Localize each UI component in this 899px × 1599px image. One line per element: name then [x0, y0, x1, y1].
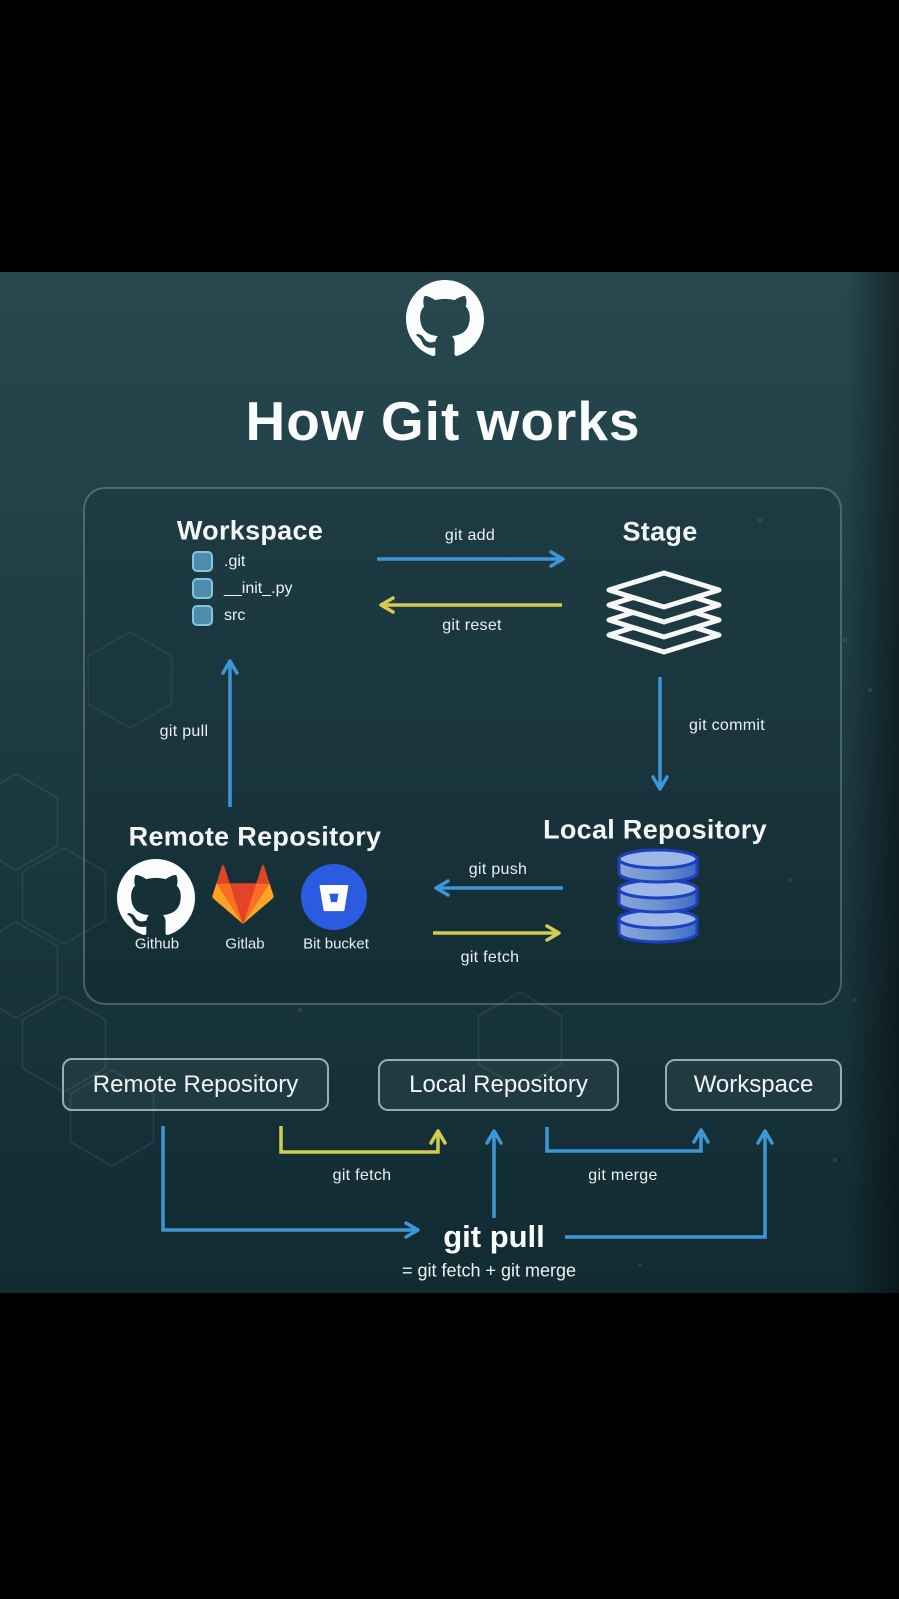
stage-heading: Stage — [622, 516, 698, 547]
file-square-icon — [192, 578, 213, 599]
flow-box-local-repository: Local Repository — [378, 1059, 619, 1111]
flow-git-fetch-label: git fetch — [332, 1167, 392, 1184]
diagram-panel — [83, 487, 842, 1005]
remote-repository-heading: Remote Repository — [128, 821, 382, 852]
flow-git-pull-label: git pull — [443, 1219, 545, 1254]
database-icon — [617, 848, 699, 944]
flow-git-merge-label: git merge — [588, 1167, 658, 1184]
page-title: How Git works — [245, 390, 641, 452]
git-fetch-label: git fetch — [460, 949, 520, 966]
right-edge-shade — [0, 272, 899, 1293]
gitlab-icon — [212, 865, 274, 924]
file-name: src — [224, 607, 246, 624]
file-square-icon — [192, 551, 213, 572]
flow-box-label: Local Repository — [409, 1071, 588, 1098]
git-add-label: git add — [444, 527, 496, 544]
flow-box-remote-repository: Remote Repository — [62, 1058, 329, 1111]
git-pull-equation: = git fetch + git merge — [401, 1260, 577, 1281]
file-name: .git — [224, 553, 246, 570]
stage-layers-icon — [606, 570, 722, 655]
github-octocat-icon — [406, 279, 484, 357]
git-commit-label: git commit — [689, 717, 765, 734]
git-push-label: git push — [468, 861, 528, 878]
workspace-heading: Workspace — [176, 515, 324, 546]
flow-box-workspace: Workspace — [665, 1059, 842, 1111]
git-pull-label: git pull — [159, 723, 209, 740]
local-repository-heading: Local Repository — [543, 814, 767, 845]
flow-box-label: Workspace — [693, 1071, 814, 1098]
provider-label: Bit bucket — [303, 935, 369, 953]
flow-box-label: Remote Repository — [92, 1070, 299, 1098]
github-icon — [117, 858, 195, 936]
bitbucket-icon — [301, 864, 367, 930]
provider-label: Github — [134, 935, 180, 953]
provider-label: Gitlab — [225, 935, 265, 953]
git-reset-label: git reset — [442, 617, 502, 634]
teal-background — [0, 272, 899, 1293]
file-square-icon — [192, 605, 213, 626]
file-name: __init_.py — [224, 580, 293, 597]
